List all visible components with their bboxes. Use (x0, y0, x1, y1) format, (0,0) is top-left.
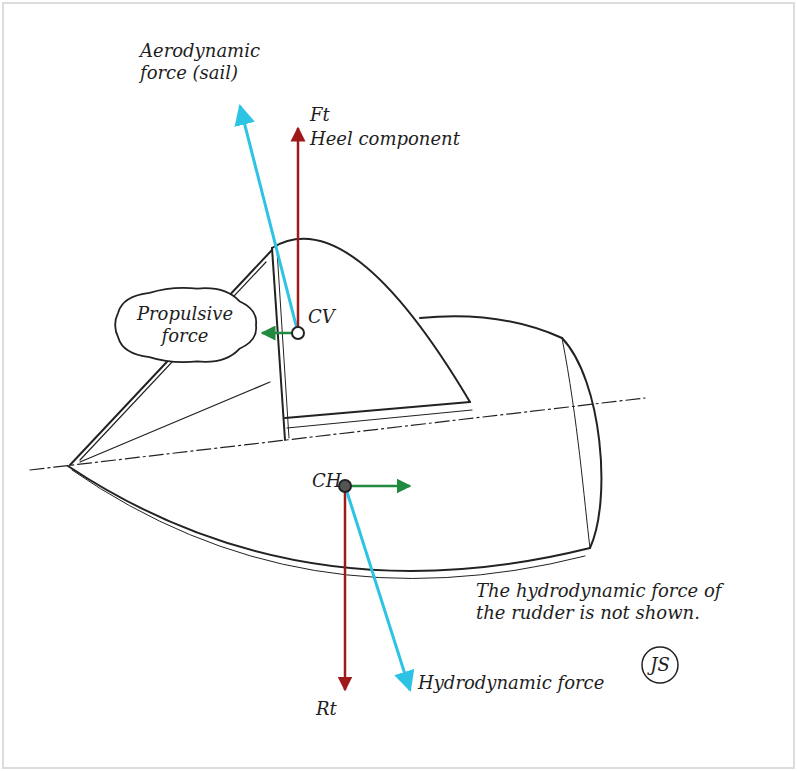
hull-bottom-inner (72, 470, 585, 579)
signature-circle: JS (640, 645, 680, 685)
note-text: The hydrodynamic force of the rudder is … (476, 580, 738, 624)
callout-text: Propulsive force (135, 303, 235, 347)
boom (285, 402, 470, 418)
signature-text: JS (650, 654, 670, 676)
transom-inner (562, 338, 590, 548)
hull-and-rig (30, 239, 645, 579)
hydrodynamic-force-arrow (347, 492, 410, 690)
cloud-shape (115, 288, 256, 362)
cloud-callout: Propulsive force (111, 285, 259, 365)
propulsive-force-arrow (262, 332, 292, 335)
aerodynamic-label: Aerodynamic force (sail) (140, 40, 280, 84)
boom-lower (287, 410, 472, 428)
force-symbol: Ft (310, 104, 330, 126)
lateral-resistance-arrow (344, 492, 347, 690)
point-label: CH (312, 470, 341, 492)
hydrodynamic-label: Hydrodynamic force (418, 672, 604, 694)
hull-bottom (68, 466, 590, 571)
force-symbol: Rt (316, 698, 337, 720)
mainsail (272, 239, 470, 402)
aerodynamic-force-arrow (240, 106, 298, 333)
jib-foot (80, 382, 270, 462)
hull-top (420, 316, 562, 338)
jib-luff (80, 262, 266, 460)
forestay (70, 250, 272, 465)
transom (562, 338, 601, 548)
heel-component-arrow (297, 128, 300, 327)
drag-arrow (351, 485, 410, 488)
centre-of-effort (292, 327, 304, 339)
frame (3, 3, 794, 768)
signature-ring (642, 647, 678, 683)
heel-label: Heel component (310, 128, 460, 150)
point-label: CV (308, 306, 335, 328)
